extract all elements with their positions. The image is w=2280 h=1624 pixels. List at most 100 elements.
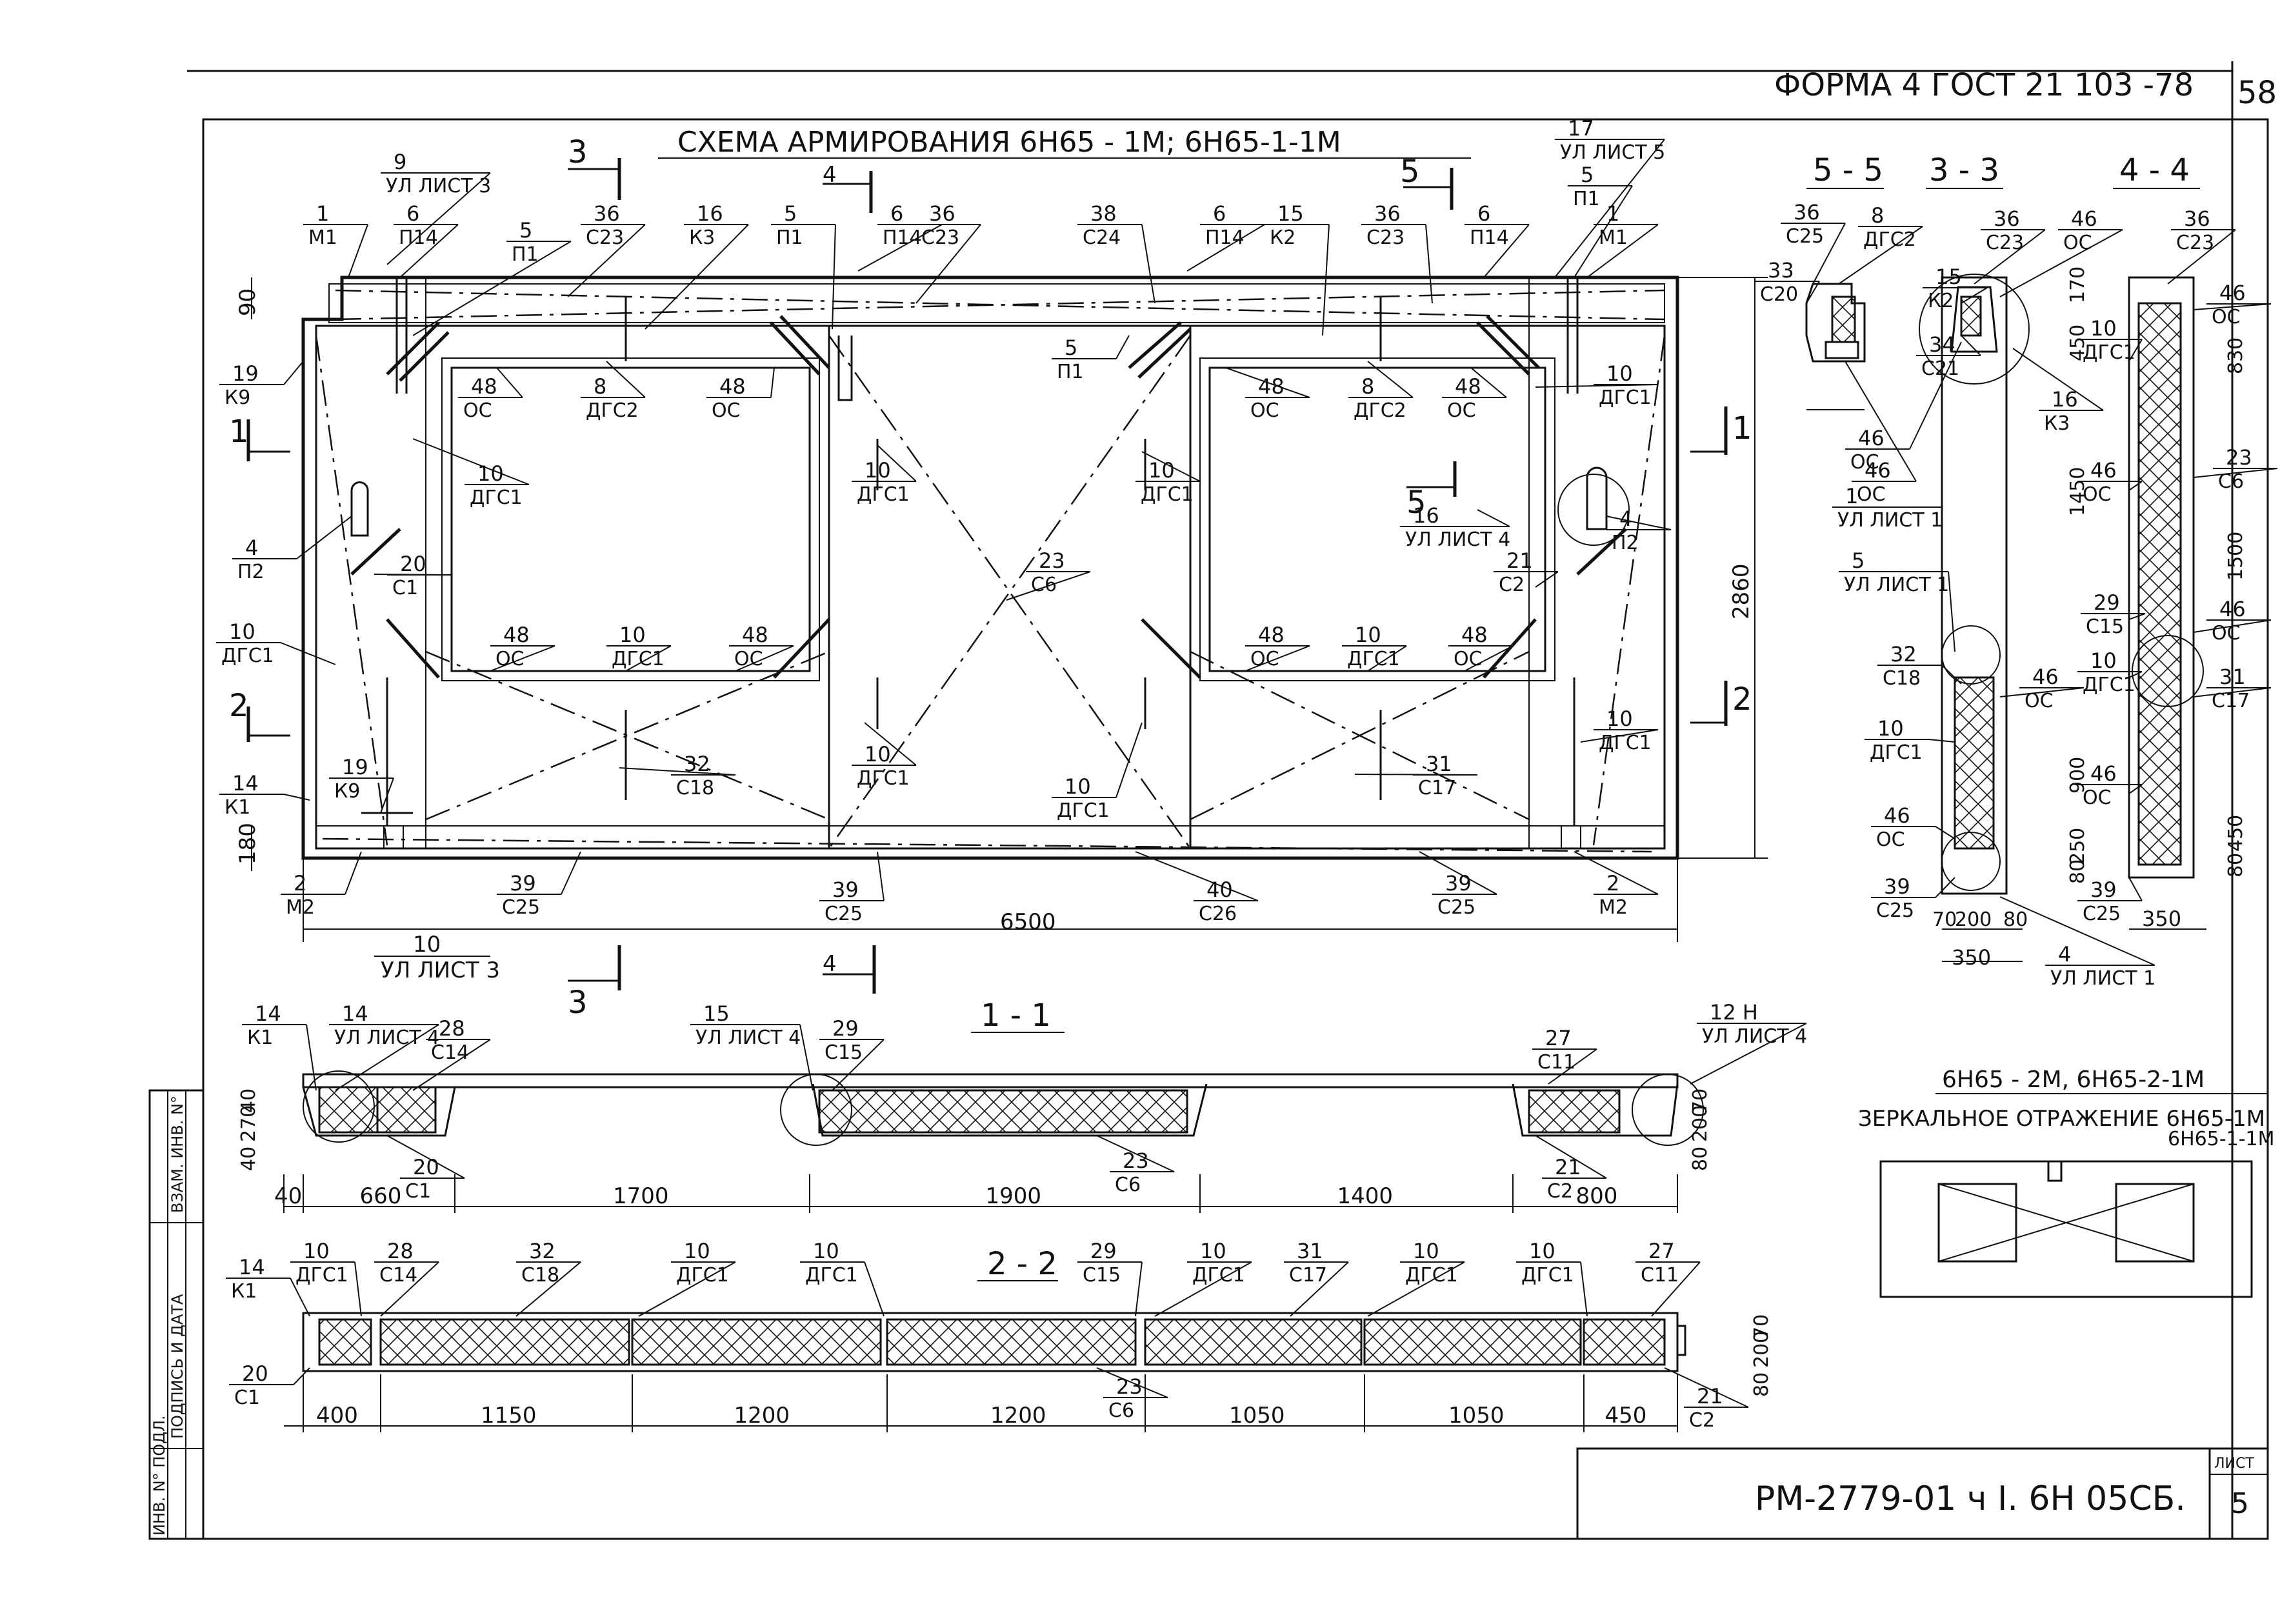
callout-number: 14 xyxy=(239,1255,265,1279)
callout-number: 48 xyxy=(503,623,530,647)
callout-number: 36 xyxy=(1374,201,1401,226)
callout-number: 39 xyxy=(1884,874,1910,899)
callout-number: 10 xyxy=(619,623,646,647)
callout-designation: С6 xyxy=(1108,1399,1134,1422)
section-1-1-body xyxy=(284,1070,1704,1207)
dim-value: 200 xyxy=(1689,1105,1712,1142)
dim-value: 80 xyxy=(2225,853,2247,877)
callout-designation: ОС xyxy=(712,399,741,422)
cut-5-mid: 5 xyxy=(1406,485,1426,521)
callout-designation: С17 xyxy=(1418,777,1456,799)
callout-designation: С26 xyxy=(1199,903,1237,925)
dim-bot-180: 180 xyxy=(235,823,261,865)
callout-label: 12 НУЛ ЛИСТ 4 xyxy=(1690,1000,1807,1085)
cut-3-top: 3 xyxy=(568,134,588,170)
dim-value: 270 xyxy=(237,1105,260,1142)
callout-number: 10 xyxy=(2090,648,2117,673)
callout-designation: С20 xyxy=(1760,283,1798,306)
callout-designation: ОС xyxy=(1447,399,1476,422)
sheet-frame xyxy=(148,61,2269,1540)
callout-designation: С15 xyxy=(2086,616,2124,638)
callout-designation: ДГС1 xyxy=(676,1264,729,1287)
callout-number: 15 xyxy=(703,1001,730,1026)
dim-value: 250 xyxy=(2066,828,2089,865)
dim-value: 80 xyxy=(1750,1372,1773,1397)
callout-number: 23 xyxy=(1039,548,1065,573)
section-5-5-body xyxy=(1805,283,1866,410)
dim-value: 800 xyxy=(1576,1183,1618,1209)
callout-number: 23 xyxy=(1123,1148,1149,1173)
callout-label: 9УЛ ЛИСТ 3 xyxy=(381,150,491,265)
callout-designation: ОС xyxy=(2083,787,2112,809)
scheme-title: СХЕМА АРМИРОВАНИЯ 6Н65 - 1М; 6Н65-1-1М xyxy=(677,126,1341,159)
callout-label: 5УЛ ЛИСТ 1 xyxy=(1839,548,1955,652)
callout-number: 10 xyxy=(1355,623,1381,647)
callout-number: 48 xyxy=(1455,374,1481,399)
callout-number: 15 xyxy=(1277,201,1304,226)
cut-1-right: 1 xyxy=(1732,410,1752,446)
mirror-title: 6Н65 - 2М, 6Н65-2-1М xyxy=(1942,1067,2205,1093)
callout-designation: С18 xyxy=(676,777,714,799)
callout-number: 8 xyxy=(1361,374,1374,399)
callout-number: 27 xyxy=(1648,1239,1675,1263)
dim-value: 80 xyxy=(2003,908,2028,931)
callout-designation: ДГС1 xyxy=(857,483,910,506)
callout-number: 39 xyxy=(2090,877,2117,902)
dim-value: 1450 xyxy=(2066,467,2089,516)
callout-designation: С15 xyxy=(1083,1264,1121,1287)
callout-number: 20 xyxy=(242,1361,268,1386)
callout-number: 31 xyxy=(2219,665,2246,689)
callout-designation: ДГС1 xyxy=(295,1264,348,1287)
callout-number: 16 xyxy=(2052,387,2078,412)
callout-number: 27 xyxy=(1545,1026,1572,1050)
callout-designation: С25 xyxy=(1786,225,1824,248)
dim-value: 400 xyxy=(316,1403,358,1429)
callout-number: 5 xyxy=(1065,336,1077,360)
dim-value: 40 xyxy=(237,1147,260,1171)
sheet-label: ЛИСТ xyxy=(2214,1456,2254,1472)
section-2-2-title: 2 - 2 xyxy=(987,1246,1057,1282)
callout-designation: С2 xyxy=(1689,1409,1715,1432)
callout-number: 36 xyxy=(929,201,955,226)
dim-value: 170 xyxy=(2066,266,2089,303)
callout-designation: П1 xyxy=(1057,361,1084,383)
callout-designation: К3 xyxy=(689,226,715,249)
callout-number: 2 xyxy=(294,871,306,896)
callout-number: 29 xyxy=(1090,1239,1117,1263)
callout-designation: ДГС1 xyxy=(1192,1264,1245,1287)
dim-value: 80 xyxy=(1689,1147,1712,1171)
callout-number: 23 xyxy=(2226,445,2252,470)
callout-number: 14 xyxy=(342,1001,368,1026)
callout-designation: С25 xyxy=(1437,896,1475,919)
callout-number: 28 xyxy=(439,1016,465,1041)
brace-diagonals xyxy=(315,289,1666,853)
callout-designation: М2 xyxy=(1599,896,1628,919)
callout-number: 2 xyxy=(1606,871,1619,896)
callout-designation: ОС xyxy=(1250,399,1279,422)
